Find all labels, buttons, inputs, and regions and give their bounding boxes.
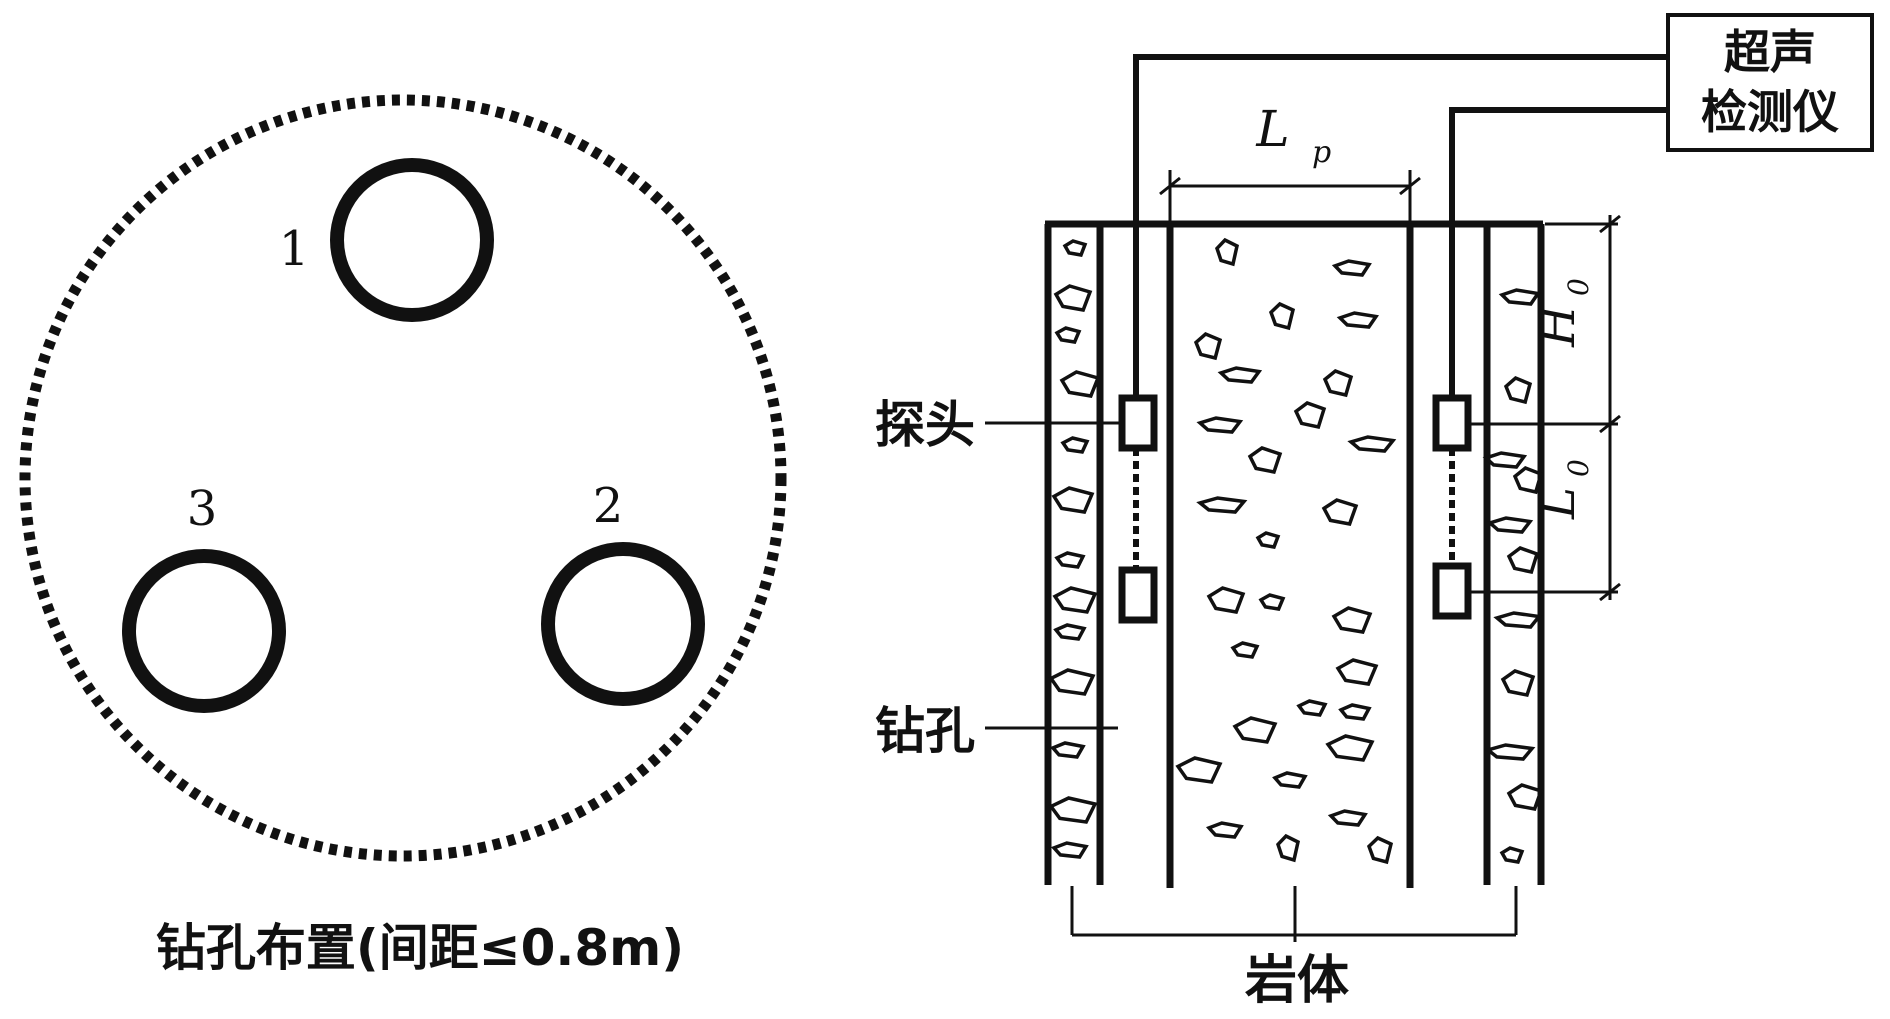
aggregate-piece xyxy=(1230,641,1260,659)
aggregate-piece xyxy=(1272,771,1308,789)
ultrasonic-instrument-box xyxy=(1666,13,1874,152)
aggregate-piece xyxy=(1051,486,1095,514)
instrument-label-line2: 检测仪 xyxy=(1701,85,1839,139)
aggregate-piece xyxy=(1366,835,1394,865)
aggregate-piece xyxy=(1175,756,1223,784)
aggregate-piece xyxy=(1325,734,1375,762)
aggregate-piece xyxy=(1054,326,1082,344)
aggregate-piece xyxy=(1503,375,1533,405)
aggregate-piece xyxy=(1048,796,1098,824)
rock-body-bracket xyxy=(1070,886,1518,942)
aggregate-piece xyxy=(1205,821,1244,839)
pile-outline-dotted xyxy=(19,94,787,862)
borehole-label: 钻孔 xyxy=(875,702,975,760)
aggregate-piece xyxy=(1276,833,1301,863)
ultrasonic-test-panel xyxy=(985,13,1874,942)
aggregate-piece xyxy=(1293,401,1327,430)
dimension-lp-label: L p xyxy=(1255,100,1331,170)
aggregate-piece xyxy=(1498,288,1542,306)
aggregate-piece xyxy=(1268,301,1296,331)
aggregate-piece xyxy=(1493,611,1543,629)
dimension-lp xyxy=(1159,170,1421,224)
cable-right-probe xyxy=(1449,107,1668,400)
svg-text:0: 0 xyxy=(1562,278,1595,296)
instrument-label-line1: 超声 xyxy=(1724,25,1816,79)
dimension-h0-l0 xyxy=(1468,214,1621,602)
aggregate-piece xyxy=(1193,331,1223,361)
layout-caption: 钻孔布置(间距≤0.8m) xyxy=(156,919,684,977)
aggregate-piece xyxy=(1296,699,1328,717)
aggregate-piece xyxy=(1050,741,1086,759)
aggregate-piece xyxy=(1331,259,1372,277)
cable-left-probe xyxy=(1133,54,1668,400)
aggregate-piece xyxy=(1053,623,1087,641)
aggregate-piece xyxy=(1347,435,1397,453)
aggregate-piece xyxy=(1059,370,1101,398)
borehole-1-label: 1 xyxy=(279,221,310,277)
aggregate-piece xyxy=(1258,593,1286,611)
probe-left-lower xyxy=(1118,566,1158,624)
aggregate-piece xyxy=(1512,466,1544,495)
aggregate-piece xyxy=(1484,743,1536,761)
svg-text:L: L xyxy=(1255,100,1289,158)
aggregate-piece xyxy=(1482,451,1528,469)
aggregate-piece xyxy=(1062,239,1088,257)
aggregate-piece xyxy=(1206,586,1246,614)
aggregate-piece xyxy=(1048,668,1096,696)
svg-text:p: p xyxy=(1312,135,1331,170)
probe-right-upper xyxy=(1432,394,1472,452)
svg-text:0: 0 xyxy=(1562,459,1595,477)
borehole-2 xyxy=(541,542,705,706)
aggregate-piece xyxy=(1050,841,1089,859)
aggregate-piece xyxy=(1331,606,1373,634)
aggregate-piece xyxy=(1338,703,1372,721)
aggregate-piece xyxy=(1196,416,1244,434)
aggregate-piece xyxy=(1335,658,1379,686)
aggregate-piece xyxy=(1321,498,1359,526)
aggregate-piece xyxy=(1247,446,1283,475)
probe-label: 探头 xyxy=(875,396,975,454)
aggregate-piece xyxy=(1327,809,1368,827)
dimension-l0-label: L 0 xyxy=(1530,459,1595,520)
aggregate-piece xyxy=(1232,716,1278,744)
aggregate-piece xyxy=(1506,546,1540,575)
aggregate-piece xyxy=(1322,369,1354,398)
aggregate-piece xyxy=(1486,516,1534,534)
aggregate-piece xyxy=(1499,846,1525,864)
aggregate-piece xyxy=(1255,531,1281,549)
borehole-1 xyxy=(330,158,494,322)
aggregate-piece xyxy=(1053,284,1093,312)
svg-text:H: H xyxy=(1530,304,1586,348)
borehole-layout-panel: 1 2 3 钻孔布置(间距≤0.8m) xyxy=(19,94,787,977)
aggregate-piece xyxy=(1506,783,1544,811)
borehole-3-label: 3 xyxy=(187,481,218,537)
rock-aggregates xyxy=(1048,237,1544,865)
svg-text:L: L xyxy=(1530,487,1586,520)
aggregate-piece xyxy=(1052,586,1098,614)
aggregate-piece xyxy=(1500,669,1536,698)
probe-right-lower xyxy=(1432,562,1472,620)
aggregate-piece xyxy=(1060,436,1090,454)
aggregate-piece xyxy=(1217,366,1263,384)
rock-body-label: 岩体 xyxy=(1245,951,1349,1011)
aggregate-piece xyxy=(1196,496,1248,514)
probe-left-upper xyxy=(1118,394,1158,452)
dimension-h0-label: H 0 xyxy=(1530,278,1595,348)
aggregate-piece xyxy=(1054,551,1086,569)
borehole-3 xyxy=(122,549,286,713)
aggregate-piece xyxy=(1336,311,1380,329)
borehole-2-label: 2 xyxy=(593,478,624,534)
aggregate-piece xyxy=(1215,237,1240,267)
